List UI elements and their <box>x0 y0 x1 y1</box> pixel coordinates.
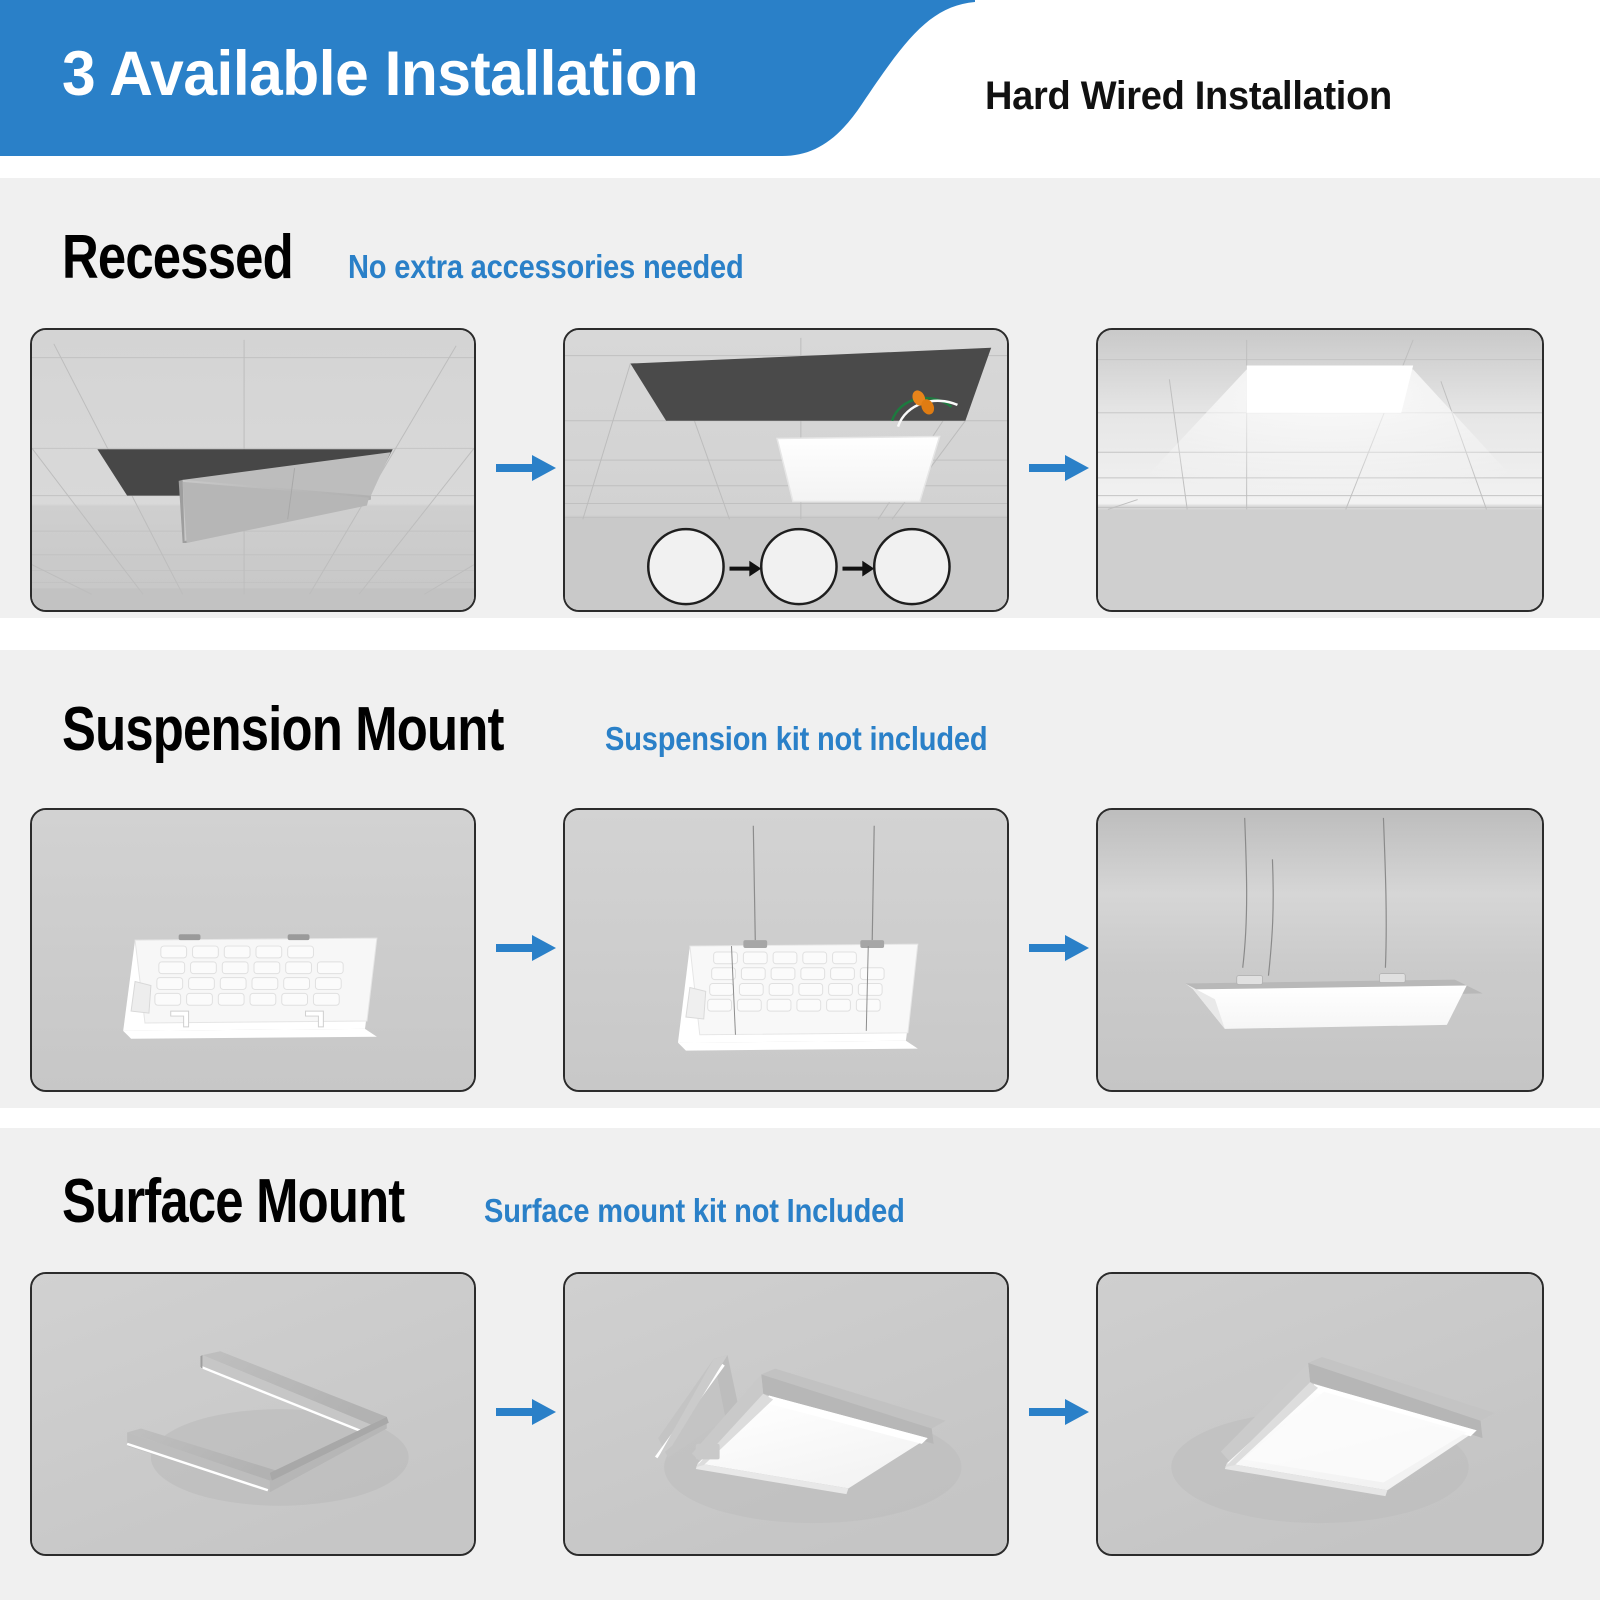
step-image-surface-1 <box>30 1272 476 1556</box>
section-note-recessed: No extra accessories needed <box>348 248 744 285</box>
step-image-suspension-2 <box>563 808 1009 1092</box>
page-header: 3 Available Installation Hard Wired Inst… <box>0 0 1600 160</box>
step-image-surface-3 <box>1096 1272 1544 1556</box>
section-heading-surface: Surface Mount Surface mount kit not Incl… <box>62 1166 962 1237</box>
step-arrow-recessed-1 <box>494 448 558 488</box>
step-image-recessed-3 <box>1096 328 1544 612</box>
section-heading-suspension: Suspension Mount Suspension kit not incl… <box>62 694 1040 765</box>
step-arrow-suspension-2 <box>1027 928 1091 968</box>
section-title-surface: Surface Mount <box>62 1167 405 1236</box>
section-heading-recessed: Recessed No extra accessories needed <box>62 222 798 293</box>
section-title-suspension: Suspension Mount <box>62 695 504 764</box>
step-image-recessed-2 <box>563 328 1009 612</box>
section-note-suspension: Suspension kit not included <box>604 720 988 757</box>
page-title: 3 Available Installation <box>62 39 699 109</box>
step-arrow-suspension-1 <box>494 928 558 968</box>
step-arrow-recessed-2 <box>1027 448 1091 488</box>
section-note-surface: Surface mount kit not Included <box>484 1192 905 1229</box>
header-subtitle: Hard Wired Installation <box>985 74 1392 118</box>
step-arrow-surface-2 <box>1027 1392 1091 1432</box>
step-image-surface-2 <box>563 1272 1009 1556</box>
step-arrow-surface-1 <box>494 1392 558 1432</box>
step-image-recessed-1 <box>30 328 476 612</box>
header-banner-shape <box>0 0 975 156</box>
section-title-recessed: Recessed <box>62 223 294 292</box>
step-image-suspension-1 <box>30 808 476 1092</box>
step-image-suspension-3 <box>1096 808 1544 1092</box>
